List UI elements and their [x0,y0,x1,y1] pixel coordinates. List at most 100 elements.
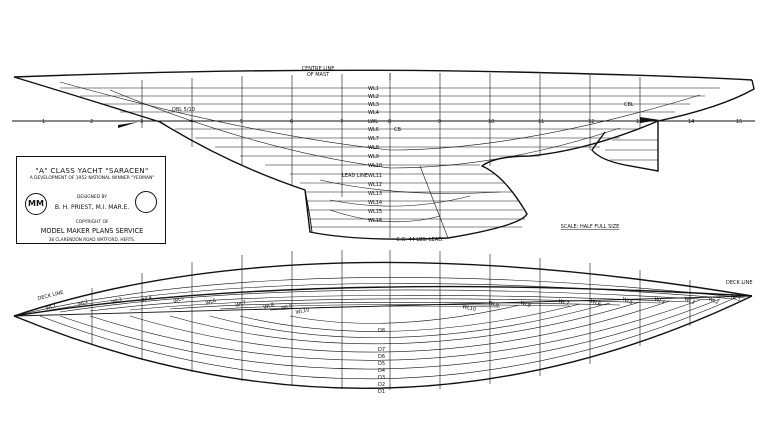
company-name: MODEL MAKER PLANS SERVICE [40,227,144,235]
title-block: "A" CLASS YACHT "SARACEN" A DEVELOPMENT … [16,156,166,244]
wl-label: WL11 [368,173,382,179]
wl-label: WL15 [368,209,382,215]
wl-label: WL9 [281,303,293,311]
wl-label: WL10 [368,163,382,169]
station-label: 3 [140,119,143,125]
rudder [591,121,659,172]
wl-label: WL7 [557,298,569,307]
company-address: 38 CLARENDON ROAD WATFORD, HERTS. [48,237,136,242]
station-label: 9 [438,119,441,125]
station-label: 5 [240,119,243,125]
station-label: 12 [588,119,594,125]
deck-line-left-label: DECK LINE [37,290,64,302]
station-label: 6 [290,119,293,125]
copyright-label: COPYRIGHT OF [75,220,109,225]
wl-label: WL8 [263,302,275,311]
plan-view: DECK LINE DECK LINE WL1 WL2 WL3 WL4 WL5 … [13,250,753,395]
plan-stations [91,250,691,390]
profile-stations [141,73,641,238]
wl-label: WL12 [368,182,382,188]
diagonal-label: D1 [378,389,385,395]
wl-label: WL2 [77,299,89,308]
designer-name: B. H. PRIEST, M.I. MAR.E. [54,204,130,211]
wl-label: WL5 [621,296,633,306]
plan-diagonal-labels: D8 D7 D6 D5 D4 D3 D2 D1 [378,328,385,395]
plan-subtitle: A DEVELOPMENT OF 1952 NATIONAL WINNER "Y… [29,176,155,181]
plan-wl-labels-left: WL1 WL2 WL3 WL4 WL5 WL6 WL7 WL8 WL9 WL10 [45,295,310,316]
plan-waterlines [21,277,746,315]
cbl-label: CBL [624,102,634,108]
wl-label: WL3 [368,102,379,108]
stem-line [657,79,755,122]
plan-diagonals [39,297,736,380]
station-label: 4 [190,119,193,125]
profile-wl-labels: WL1 WL2 WL3 WL4 LWL WL6 WL7 WL8 WL9 WL10… [368,86,382,224]
station-label: 14 [688,119,694,125]
wl-label: WL10 [462,304,477,313]
plan-wl-labels-right: WL10 WL9 WL8 WL7 WL6 WL5 WL4 WL3 WL2 WL1 [462,293,742,313]
wl-label: WL6 [368,127,379,133]
wl-label: WL7 [368,136,379,142]
wl-label: WL1 [368,86,379,92]
deck-outline-upper [13,261,753,317]
keel-leading-edge [304,189,313,233]
wl-label: WL4 [653,296,665,306]
wl-label: WL5 [173,296,185,305]
diagonal-label: D2 [378,382,385,388]
wl-label: WL3 [111,297,123,306]
wl-label: WL10 [295,307,310,316]
wl-label: WL4 [368,110,379,116]
wl-label: WL3 [683,296,695,306]
wl-label: WL4 [141,295,153,304]
wl-label: WL7 [235,300,247,309]
stamp-circle-icon [135,191,157,213]
diagonal-label: D8 [378,328,385,334]
diagonal-label: D5 [378,361,385,367]
diagonal-label: D6 [378,354,385,360]
cg-label: C.G. 44 LBS. LEAD. [396,237,444,243]
station-label: 7 [340,119,343,125]
station-label: 13 [636,119,642,125]
arrow-left-icon [118,122,138,128]
wl-label: WL6 [589,298,601,307]
station-label: 15 [736,119,742,125]
deck-line-right-label: DECK LINE [726,280,753,286]
wl-label: WL1 [45,303,57,312]
centre-line-label: CENTRE LINE [302,66,335,72]
lead-line-label: LEAD LINE [342,173,368,179]
wl-label: WL6 [205,298,217,307]
hull-outline-lower [13,295,753,389]
wl-label: WL9 [488,300,500,308]
wl-label: WL16 [368,218,382,224]
wl-label: WL2 [707,296,719,306]
station-label: 11 [538,119,544,125]
dbl-label: DBL 5/10 [172,107,195,113]
mm-logo-icon: MM [25,193,47,215]
wl-label: WL8 [368,145,379,151]
sheer-line [13,69,753,81]
profile-station-labels: 1 2 3 4 5 6 7 8 9 10 11 12 13 14 15 [42,119,742,125]
diagonal-label: D3 [378,375,385,381]
wl-label: LWL [368,119,378,125]
station-label: 2 [90,119,93,125]
station-label: 10 [488,119,494,125]
wl-label: WL13 [368,191,382,197]
profile-waterlines [60,87,720,228]
scale-label: SCALE: HALF FULL SIZE [561,224,620,230]
designed-by-label: DESIGNED BY [77,195,107,200]
diagonal-label: D7 [378,347,385,353]
wl-label: WL1 [729,293,741,303]
wl-label: WL2 [368,94,379,100]
station-label: 1 [42,119,45,125]
diagonal-label: D4 [378,368,385,374]
wl-label: WL14 [368,200,382,206]
cb-label: CB [394,127,401,133]
plan-title: "A" CLASS YACHT "SARACEN" [35,166,149,175]
wl-label: WL8 [519,300,531,309]
of-mast-label: OF MAST [307,72,330,78]
profile-view: CENTRE LINE OF MAST DBL 5/10 CBL CB LEAD… [12,66,755,243]
arrow-right-icon [640,117,660,123]
wl-label: WL9 [368,154,379,160]
station-label: 8 [388,119,391,125]
